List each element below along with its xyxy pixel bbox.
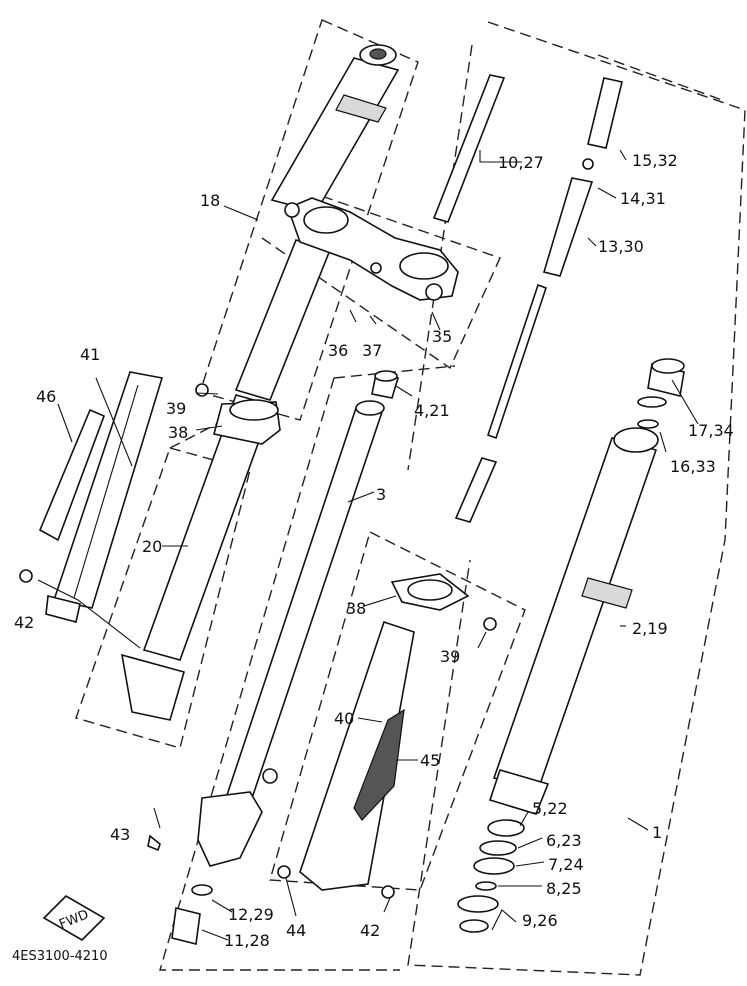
label-37: 37 (362, 341, 382, 360)
label-46: 46 (36, 387, 56, 406)
label-39-upper: 39 (166, 399, 186, 418)
label-35: 35 (432, 327, 452, 346)
label-11-28: 11,28 (224, 931, 270, 950)
label-40: 40 (334, 709, 354, 728)
cap-bolt (637, 358, 685, 429)
upper-triple-clamp (284, 197, 459, 301)
label-4-21: 4,21 (414, 401, 450, 420)
fork-protector (19, 371, 164, 623)
seal-stack (457, 819, 525, 933)
label-8-25: 8,25 (546, 879, 582, 898)
label-13-30: 13,30 (598, 237, 644, 256)
label-41: 41 (80, 345, 100, 364)
label-6-23: 6,23 (546, 831, 582, 850)
label-16-33: 16,33 (670, 457, 716, 476)
label-15-32: 15,32 (632, 151, 678, 170)
label-14-31: 14,31 (620, 189, 666, 208)
label-45: 45 (420, 751, 440, 770)
fork-guard (299, 620, 415, 899)
label-3: 3 (376, 485, 386, 504)
label-12-29: 12,29 (228, 905, 274, 924)
fwd-arrow-icon: FWD (42, 894, 106, 942)
label-10-27: 10,27 (498, 153, 544, 172)
right-outer-tube (488, 427, 659, 815)
label-39-lower: 39 (440, 647, 460, 666)
label-5-22: 5,22 (532, 799, 568, 818)
axle-holder (147, 768, 291, 945)
label-44: 44 (286, 921, 306, 940)
label-20: 20 (142, 537, 162, 556)
label-36: 36 (328, 341, 348, 360)
damper-rod (432, 74, 623, 523)
label-2-19: 2,19 (632, 619, 668, 638)
label-43: 43 (110, 825, 130, 844)
label-9-26: 9,26 (522, 911, 558, 930)
left-outer-tube (120, 44, 400, 721)
diagram-code: 4ES3100-4210 (12, 949, 108, 964)
label-42-bottom: 42 (360, 921, 380, 940)
label-17-34: 17,34 (688, 421, 734, 440)
center-lower-clamp (390, 573, 497, 631)
leader-lines (37, 149, 699, 941)
label-42-left: 42 (14, 613, 34, 632)
label-7-24: 7,24 (548, 855, 584, 874)
part-labels: 18 41 46 39 38 20 42 36 37 35 4,21 3 10,… (12, 151, 734, 964)
left-lower-clamp (195, 383, 281, 445)
label-38-upper: 38 (168, 423, 188, 442)
label-38-lower: 38 (346, 599, 366, 618)
label-18: 18 (200, 191, 220, 210)
label-1: 1 (652, 823, 662, 842)
